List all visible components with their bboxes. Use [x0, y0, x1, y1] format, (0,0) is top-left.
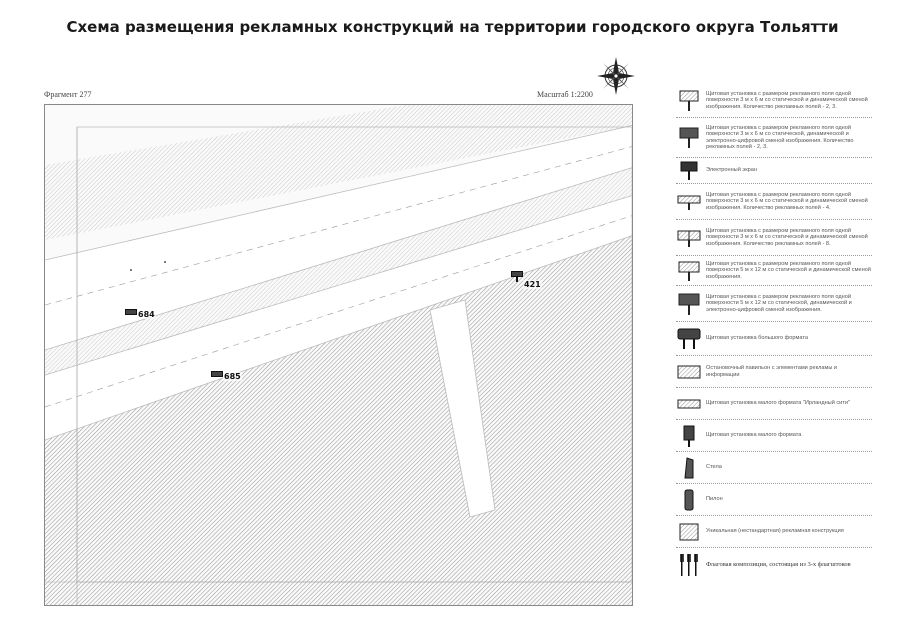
scale-label: Масштаб 1:2200	[537, 90, 593, 99]
billboard-icon	[125, 309, 137, 319]
map-marker-421[interactable]: 421	[511, 271, 542, 289]
legend-item: Остановочный павильон с элементами рекла…	[676, 356, 872, 388]
billboard-icon	[679, 127, 699, 148]
legend-item: Пилон	[676, 484, 872, 516]
legend-item: Флаговая композиция, состоящая из 3-х фл…	[676, 548, 872, 582]
marker-label: 421	[523, 280, 542, 289]
small-format-icon	[683, 425, 695, 447]
unique-structure-icon	[679, 523, 699, 540]
marker-label: 684	[137, 310, 156, 319]
fragment-label: Фрагмент 277	[44, 90, 92, 99]
legend-text: Уникальная (нестандартная) рекламная кон…	[706, 528, 844, 535]
large-billboard-icon	[678, 293, 700, 315]
legend-text: Щитовая установка с размером рекламного …	[706, 191, 868, 211]
flag-composition-icon	[680, 554, 698, 576]
legend-text: Остановочный павильон с элементами рекла…	[706, 365, 838, 378]
map-area[interactable]: 421 684 685	[44, 104, 633, 606]
page-title: Схема размещения рекламных конструкций н…	[66, 18, 839, 36]
map-marker-685[interactable]: 685	[211, 371, 242, 381]
legend-item: Щитовая установка с размером рекламного …	[676, 118, 872, 158]
legend-item: Уникальная (нестандартная) рекламная кон…	[676, 516, 872, 548]
legend-item: Щитовая установка с размером рекламного …	[676, 286, 872, 322]
legend-item: Стела	[676, 452, 872, 484]
legend-text: Щитовая установка малого формата "Ирланд…	[706, 400, 850, 407]
big-format-icon	[677, 328, 701, 349]
legend: Щитовая установка с размером рекламного …	[676, 84, 872, 582]
legend-item: Щитовая установка с размером рекламного …	[676, 256, 872, 286]
legend-text: Щитовая установка с размером рекламного …	[706, 293, 852, 313]
pylon-icon	[684, 489, 694, 510]
legend-item: Щитовая установка с размером рекламного …	[676, 84, 872, 118]
legend-text: Щитовая установка с размером рекламного …	[706, 260, 871, 280]
legend-text: Щитовая установка с размером рекламного …	[706, 227, 868, 247]
map-marker-684[interactable]: 684	[125, 309, 156, 319]
billboard-icon	[511, 271, 523, 282]
legend-text: Пилон	[706, 496, 723, 503]
billboard-icon	[211, 371, 223, 381]
quad-billboard-icon	[677, 230, 701, 247]
legend-text: Электронный экран	[706, 167, 757, 174]
legend-item: Щитовая установка малого формата "Ирланд…	[676, 388, 872, 420]
legend-item: Щитовая установка большого формата	[676, 322, 872, 356]
legend-item: Электронный экран	[676, 158, 872, 184]
stela-icon	[684, 456, 694, 478]
fence-banner-icon	[677, 399, 701, 408]
marker-label: 685	[223, 372, 242, 381]
legend-text: Щитовая установка большого формата	[706, 335, 808, 342]
pavilion-icon	[677, 365, 701, 378]
legend-item: Щитовая установка с размером рекламного …	[676, 184, 872, 220]
legend-text: Щитовая установка с размером рекламного …	[706, 90, 868, 110]
legend-item: Щитовая установка с размером рекламного …	[676, 220, 872, 256]
legend-text: Флаговая композиция, состоящая из 3-х фл…	[706, 561, 851, 569]
compass-rose-icon	[597, 57, 635, 95]
large-billboard-icon	[678, 261, 700, 281]
map-canvas	[45, 105, 632, 605]
legend-text: Щитовая установка с размером рекламного …	[706, 124, 854, 150]
legend-text: Стела	[706, 464, 722, 471]
billboard-icon	[679, 90, 699, 111]
legend-item: Щитовая установка малого формата	[676, 420, 872, 452]
double-billboard-icon	[677, 195, 701, 210]
electronic-screen-icon	[680, 161, 698, 180]
legend-text: Щитовая установка малого формата	[706, 432, 802, 439]
